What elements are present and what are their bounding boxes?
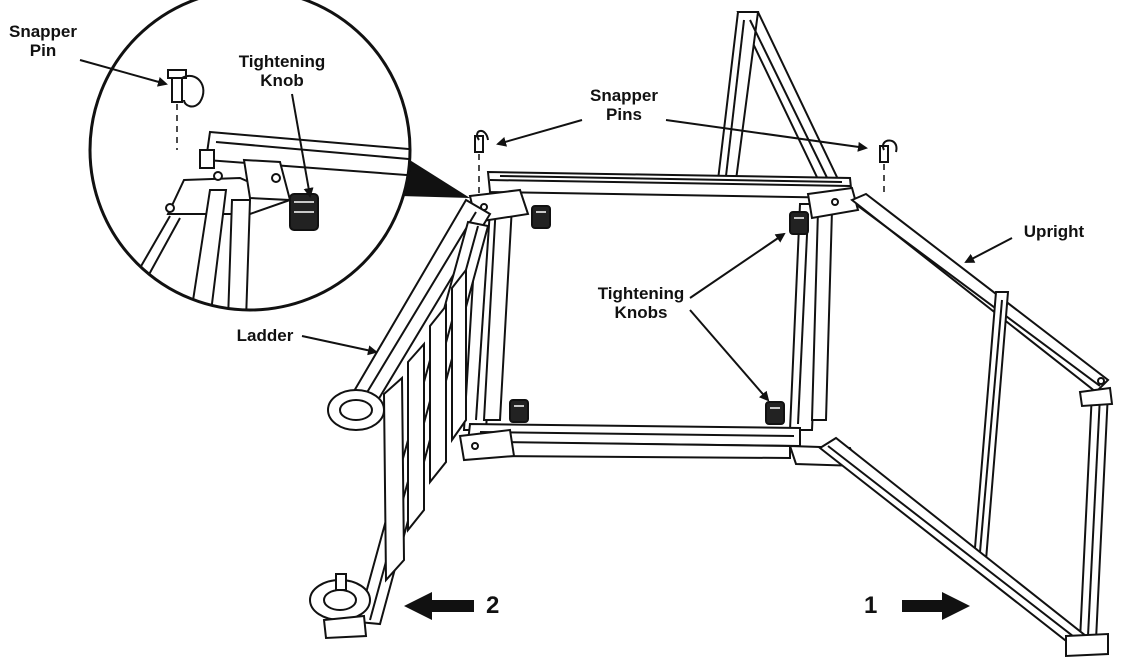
label-tightening-knobs-line2: Knobs	[614, 303, 668, 322]
label-snapper-pins-line2: Pins	[606, 105, 642, 124]
pin-guide-lines	[478, 154, 885, 196]
label-upright: Upright	[1012, 222, 1096, 241]
direction-arrows	[404, 592, 970, 620]
label-ladder: Ladder	[226, 326, 304, 345]
label-tightening-knobs: Tightening Knobs	[582, 284, 700, 322]
label-snapper-pin: Snapper Pin	[6, 22, 80, 60]
ladder-casters	[309, 389, 385, 640]
step-2-number: 2	[486, 592, 500, 619]
label-tightening-knob-line1: Tightening	[238, 52, 326, 71]
label-tightening-knob-line2: Knob	[260, 71, 304, 90]
step-1-arrow	[902, 592, 970, 620]
upright	[818, 192, 1114, 658]
ladder	[348, 198, 492, 626]
snapper-pins	[474, 130, 898, 163]
label-snapper-pins-line1: Snapper	[589, 86, 659, 105]
label-tightening-knob: Tightening Knob	[228, 52, 336, 90]
label-ladder-text: Ladder	[236, 326, 294, 345]
step-2-arrow	[404, 592, 474, 620]
label-snapper-pin-line2: Pin	[29, 41, 57, 60]
label-snapper-pins: Snapper Pins	[580, 86, 668, 124]
detail-view	[88, 0, 412, 312]
label-snapper-pin-line1: Snapper	[8, 22, 78, 41]
rear-a-frame	[716, 11, 848, 197]
label-upright-text: Upright	[1023, 222, 1085, 241]
label-tightening-knobs-line1: Tightening	[597, 284, 685, 303]
step-1-number: 1	[864, 592, 878, 619]
knob-highlights	[514, 211, 804, 409]
leader-arrows	[79, 59, 1013, 402]
